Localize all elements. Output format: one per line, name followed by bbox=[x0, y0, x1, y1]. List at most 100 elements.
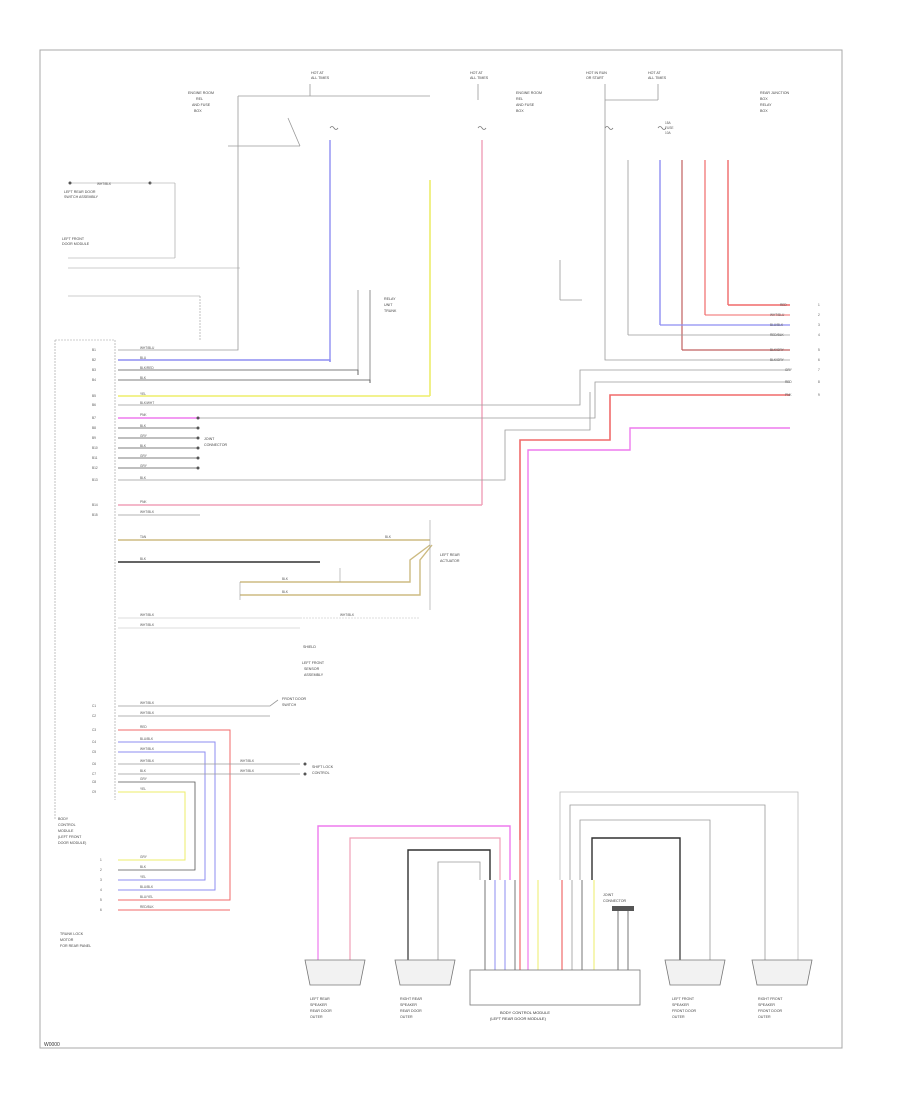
svg-text:BLK: BLK bbox=[282, 577, 289, 581]
svg-text:RED/BLK: RED/BLK bbox=[140, 905, 155, 909]
svg-text:WHT/BLU: WHT/BLU bbox=[770, 313, 785, 317]
shift-lock-control: SHIFT LOCK CONTROL WHT/BLK WHT/BLK bbox=[240, 759, 334, 776]
svg-text:TRUNK LOCK: TRUNK LOCK bbox=[60, 932, 84, 936]
svg-text:1: 1 bbox=[100, 858, 102, 862]
svg-text:UNIT: UNIT bbox=[384, 303, 393, 307]
svg-text:BODY CONTROL MODULE: BODY CONTROL MODULE bbox=[500, 1010, 550, 1015]
svg-text:SPEAKER: SPEAKER bbox=[758, 1003, 775, 1007]
svg-text:4: 4 bbox=[818, 333, 820, 337]
svg-text:AND FUSE: AND FUSE bbox=[192, 103, 211, 107]
svg-text:LEFT REAR: LEFT REAR bbox=[440, 553, 460, 557]
svg-text:BOX: BOX bbox=[194, 109, 202, 113]
svg-text:9: 9 bbox=[818, 393, 820, 397]
svg-text:2: 2 bbox=[100, 868, 102, 872]
right-horizontal-wires bbox=[118, 304, 790, 840]
svg-text:RED: RED bbox=[140, 725, 147, 729]
svg-text:WHT/BLU: WHT/BLU bbox=[140, 346, 155, 350]
svg-text:BLK/RED: BLK/RED bbox=[140, 366, 154, 370]
svg-text:B2: B2 bbox=[92, 358, 96, 362]
svg-text:OUTER: OUTER bbox=[758, 1015, 771, 1019]
svg-text:RELAY: RELAY bbox=[384, 297, 396, 301]
svg-text:BLK: BLK bbox=[140, 444, 147, 448]
svg-text:ALL TIMES: ALL TIMES bbox=[311, 76, 330, 80]
left-pin-wires bbox=[118, 270, 482, 516]
svg-text:BLK/GRY: BLK/GRY bbox=[770, 358, 785, 362]
speaker-left-front: LEFT FRONT SPEAKER FRONT DOOR OUTER bbox=[664, 900, 726, 1019]
svg-text:8: 8 bbox=[818, 380, 820, 384]
tan-wire-labels: TAN BLK BLK BLK BLK LEFT REAR ACTUATOR bbox=[140, 535, 460, 594]
svg-text:REL: REL bbox=[516, 97, 523, 101]
fuse-box-left-label: ENGINE ROOM REL AND FUSE BOX bbox=[188, 91, 214, 113]
svg-text:YEL: YEL bbox=[140, 875, 146, 879]
relay-unit: RELAY UNIT TRUNK bbox=[357, 290, 397, 383]
svg-text:WHT/BLK: WHT/BLK bbox=[140, 701, 155, 705]
svg-text:5: 5 bbox=[818, 348, 820, 352]
right-vertical-wires bbox=[627, 160, 729, 350]
top-bus-wiring bbox=[228, 84, 659, 340]
module-right-top-label: REAR JUNCTION BOX RELAY BOX bbox=[760, 91, 790, 113]
svg-text:YEL: YEL bbox=[140, 392, 146, 396]
svg-text:OR START: OR START bbox=[586, 76, 605, 80]
svg-text:OUTER: OUTER bbox=[310, 1015, 323, 1019]
svg-text:FOR REAR PANEL: FOR REAR PANEL bbox=[60, 944, 91, 948]
svg-text:C5: C5 bbox=[92, 750, 96, 754]
svg-text:HOT AT: HOT AT bbox=[648, 71, 661, 75]
diagram-code: W0000 bbox=[44, 1042, 60, 1048]
svg-text:SHIFT LOCK: SHIFT LOCK bbox=[312, 765, 334, 769]
svg-text:DOOR MODULE: DOOR MODULE bbox=[62, 242, 90, 246]
svg-text:OUTER: OUTER bbox=[672, 1015, 685, 1019]
svg-text:RED: RED bbox=[780, 303, 787, 307]
svg-text:REAR DOOR: REAR DOOR bbox=[400, 1009, 422, 1013]
svg-text:BOX: BOX bbox=[516, 109, 524, 113]
left-main-connector bbox=[54, 339, 116, 820]
bottom-ground-joint: JOINT CONNECTOR bbox=[603, 893, 634, 970]
svg-text:(LEFT REAR DOOR MODULE): (LEFT REAR DOOR MODULE) bbox=[490, 1016, 547, 1021]
svg-text:BLK: BLK bbox=[140, 557, 147, 561]
svg-text:2: 2 bbox=[818, 313, 820, 317]
svg-text:B4: B4 bbox=[92, 378, 96, 382]
svg-text:15A: 15A bbox=[665, 121, 672, 125]
svg-text:6: 6 bbox=[100, 908, 102, 912]
svg-text:CONNECTOR: CONNECTOR bbox=[603, 899, 626, 903]
bottom-wires bbox=[317, 791, 799, 970]
svg-text:B9: B9 bbox=[92, 436, 96, 440]
svg-text:CONTROL: CONTROL bbox=[58, 823, 76, 827]
svg-text:C7: C7 bbox=[92, 772, 96, 776]
svg-text:B8: B8 bbox=[92, 426, 96, 430]
bottom-center-module: BODY CONTROL MODULE (LEFT REAR DOOR MODU… bbox=[469, 969, 641, 1021]
lower-left-wires bbox=[118, 699, 300, 901]
svg-text:5: 5 bbox=[100, 898, 102, 902]
svg-text:SWITCH ASSEMBLY: SWITCH ASSEMBLY bbox=[64, 195, 99, 199]
svg-text:SENSOR: SENSOR bbox=[304, 667, 320, 671]
svg-text:B15: B15 bbox=[92, 513, 98, 517]
diagram-frame bbox=[39, 49, 843, 1049]
svg-text:WHT/BLK: WHT/BLK bbox=[140, 759, 155, 763]
svg-text:SWITCH: SWITCH bbox=[282, 703, 297, 707]
body-control-module-label: BODY CONTROL MODULE (LEFT FRONT DOOR MOD… bbox=[58, 817, 86, 845]
right-connector-pins: RED WHT/BLU BLU/BLK RED/BLK BLK/GRY BLK/… bbox=[770, 303, 820, 397]
svg-text:3: 3 bbox=[100, 878, 102, 882]
svg-text:WHT/BLK: WHT/BLK bbox=[97, 182, 112, 186]
svg-text:BLU/BLK: BLU/BLK bbox=[770, 323, 784, 327]
svg-text:BLK: BLK bbox=[140, 476, 147, 480]
svg-text:BLK/WHT: BLK/WHT bbox=[140, 401, 154, 405]
speaker-left-rear: LEFT REAR SPEAKER REAR DOOR OUTER bbox=[304, 880, 366, 1019]
svg-text:YEL: YEL bbox=[140, 787, 146, 791]
svg-text:OUTER: OUTER bbox=[400, 1015, 413, 1019]
power-label-top-right-a: HOT IN RUN OR START bbox=[586, 71, 607, 80]
svg-text:HOT AT: HOT AT bbox=[470, 71, 483, 75]
fuse-box-mid-label: ENGINE ROOM REL AND FUSE BOX bbox=[516, 91, 542, 113]
svg-text:RELAY: RELAY bbox=[760, 103, 772, 107]
svg-text:C4: C4 bbox=[92, 740, 96, 744]
svg-text:CONTROL: CONTROL bbox=[312, 771, 330, 775]
svg-text:WHT/BLK: WHT/BLK bbox=[140, 711, 155, 715]
svg-text:BLK: BLK bbox=[140, 424, 147, 428]
power-label-top-right-b: HOT AT ALL TIMES bbox=[648, 71, 667, 80]
svg-text:LEFT FRONT: LEFT FRONT bbox=[302, 661, 325, 665]
svg-text:WHT/BLK: WHT/BLK bbox=[140, 747, 155, 751]
svg-text:HOT AT: HOT AT bbox=[311, 71, 324, 75]
svg-text:PNK: PNK bbox=[785, 393, 792, 397]
svg-text:BLK: BLK bbox=[140, 769, 147, 773]
svg-text:SHIELD: SHIELD bbox=[303, 645, 316, 649]
